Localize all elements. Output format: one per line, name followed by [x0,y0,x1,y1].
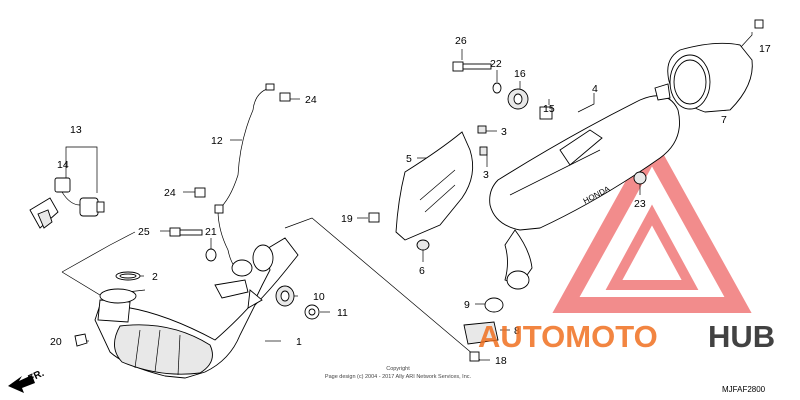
callout-22: 22 [490,58,502,70]
clamp-bracket[interactable] [214,259,253,299]
callout-2: 2 [152,271,158,283]
callout-24-upper: 24 [305,94,317,106]
muffler-part-4[interactable]: HONDA [489,83,680,290]
washer-part-22[interactable] [492,82,502,94]
callout-15: 15 [543,103,555,115]
callout-16: 16 [514,68,526,80]
callout-labels: 1 2 3 3 4 5 6 7 8 9 10 11 12 13 14 15 16… [50,35,771,367]
callout-20: 20 [50,336,62,348]
bolt-part-19[interactable] [368,212,380,223]
bolt-part-25[interactable] [169,227,203,237]
bush-part-6[interactable] [416,239,430,251]
callout-3-upper: 3 [501,126,507,138]
pad-part-3-lower[interactable] [479,146,488,156]
watermark-text: AUTOMOTO HUB [478,319,775,354]
gasket-part-9[interactable] [484,297,504,313]
callout-26: 26 [455,35,467,47]
callout-10: 10 [313,291,325,303]
sensor-wire-part-12[interactable] [214,83,275,276]
collar-part-15[interactable] [539,106,553,120]
watermark-text-part2: HUB [708,319,775,354]
callout-7: 7 [721,114,727,126]
callout-14: 14 [57,159,69,171]
collar-part-11[interactable] [304,304,320,320]
callout-18: 18 [495,355,507,367]
callout-21: 21 [205,226,217,238]
diagram-code: MJFAF2800 [722,385,766,394]
copyright-line-2: Page design (c) 2004 - 2017 Ally ARI Net… [325,374,472,380]
leader-lines [61,32,753,361]
callout-4: 4 [592,83,598,95]
pad-part-3-upper[interactable] [477,125,487,134]
front-marker-label: FR. [27,368,46,385]
rubber-part-23[interactable] [633,171,647,185]
front-direction-arrow-icon: FR. [8,368,46,393]
heat-shield-part-5[interactable] [395,131,474,241]
bolt-part-26[interactable] [452,61,492,72]
callout-17: 17 [759,43,771,55]
copyright-line-1: Copyright [386,366,410,372]
callout-3-lower: 3 [483,169,489,181]
callout-11: 11 [337,307,348,319]
end-cap-part-7[interactable] [667,42,753,113]
callout-24-lower: 24 [164,187,176,199]
clamp-part-8[interactable] [463,321,499,345]
callout-13: 13 [70,124,82,136]
exhaust-pipe-part-1[interactable] [94,237,299,379]
bolt-part-24-upper[interactable] [279,92,291,102]
callout-12: 12 [211,135,223,147]
watermark-text-part1: AUTOMOTO [478,319,658,354]
o2-sensor-part-13[interactable] [29,177,105,229]
washer-part-21[interactable] [205,248,217,262]
callout-1: 1 [296,336,302,348]
gasket-part-2[interactable] [115,271,141,281]
callout-19: 19 [341,213,353,225]
callout-25: 25 [138,226,150,238]
rubber-part-16[interactable] [507,88,529,110]
callout-8: 8 [514,325,520,337]
callout-9: 9 [464,299,470,311]
bolt-part-18[interactable] [469,351,480,362]
callout-5: 5 [406,153,412,165]
bolt-part-24-lower[interactable] [194,187,206,198]
screw-part-17[interactable] [754,19,764,29]
flange-nut-part-20[interactable] [74,288,137,347]
callout-6: 6 [419,265,425,277]
rubber-bush-part-10[interactable] [275,285,295,307]
watermark-logo [552,133,752,313]
callout-23: 23 [634,198,646,210]
